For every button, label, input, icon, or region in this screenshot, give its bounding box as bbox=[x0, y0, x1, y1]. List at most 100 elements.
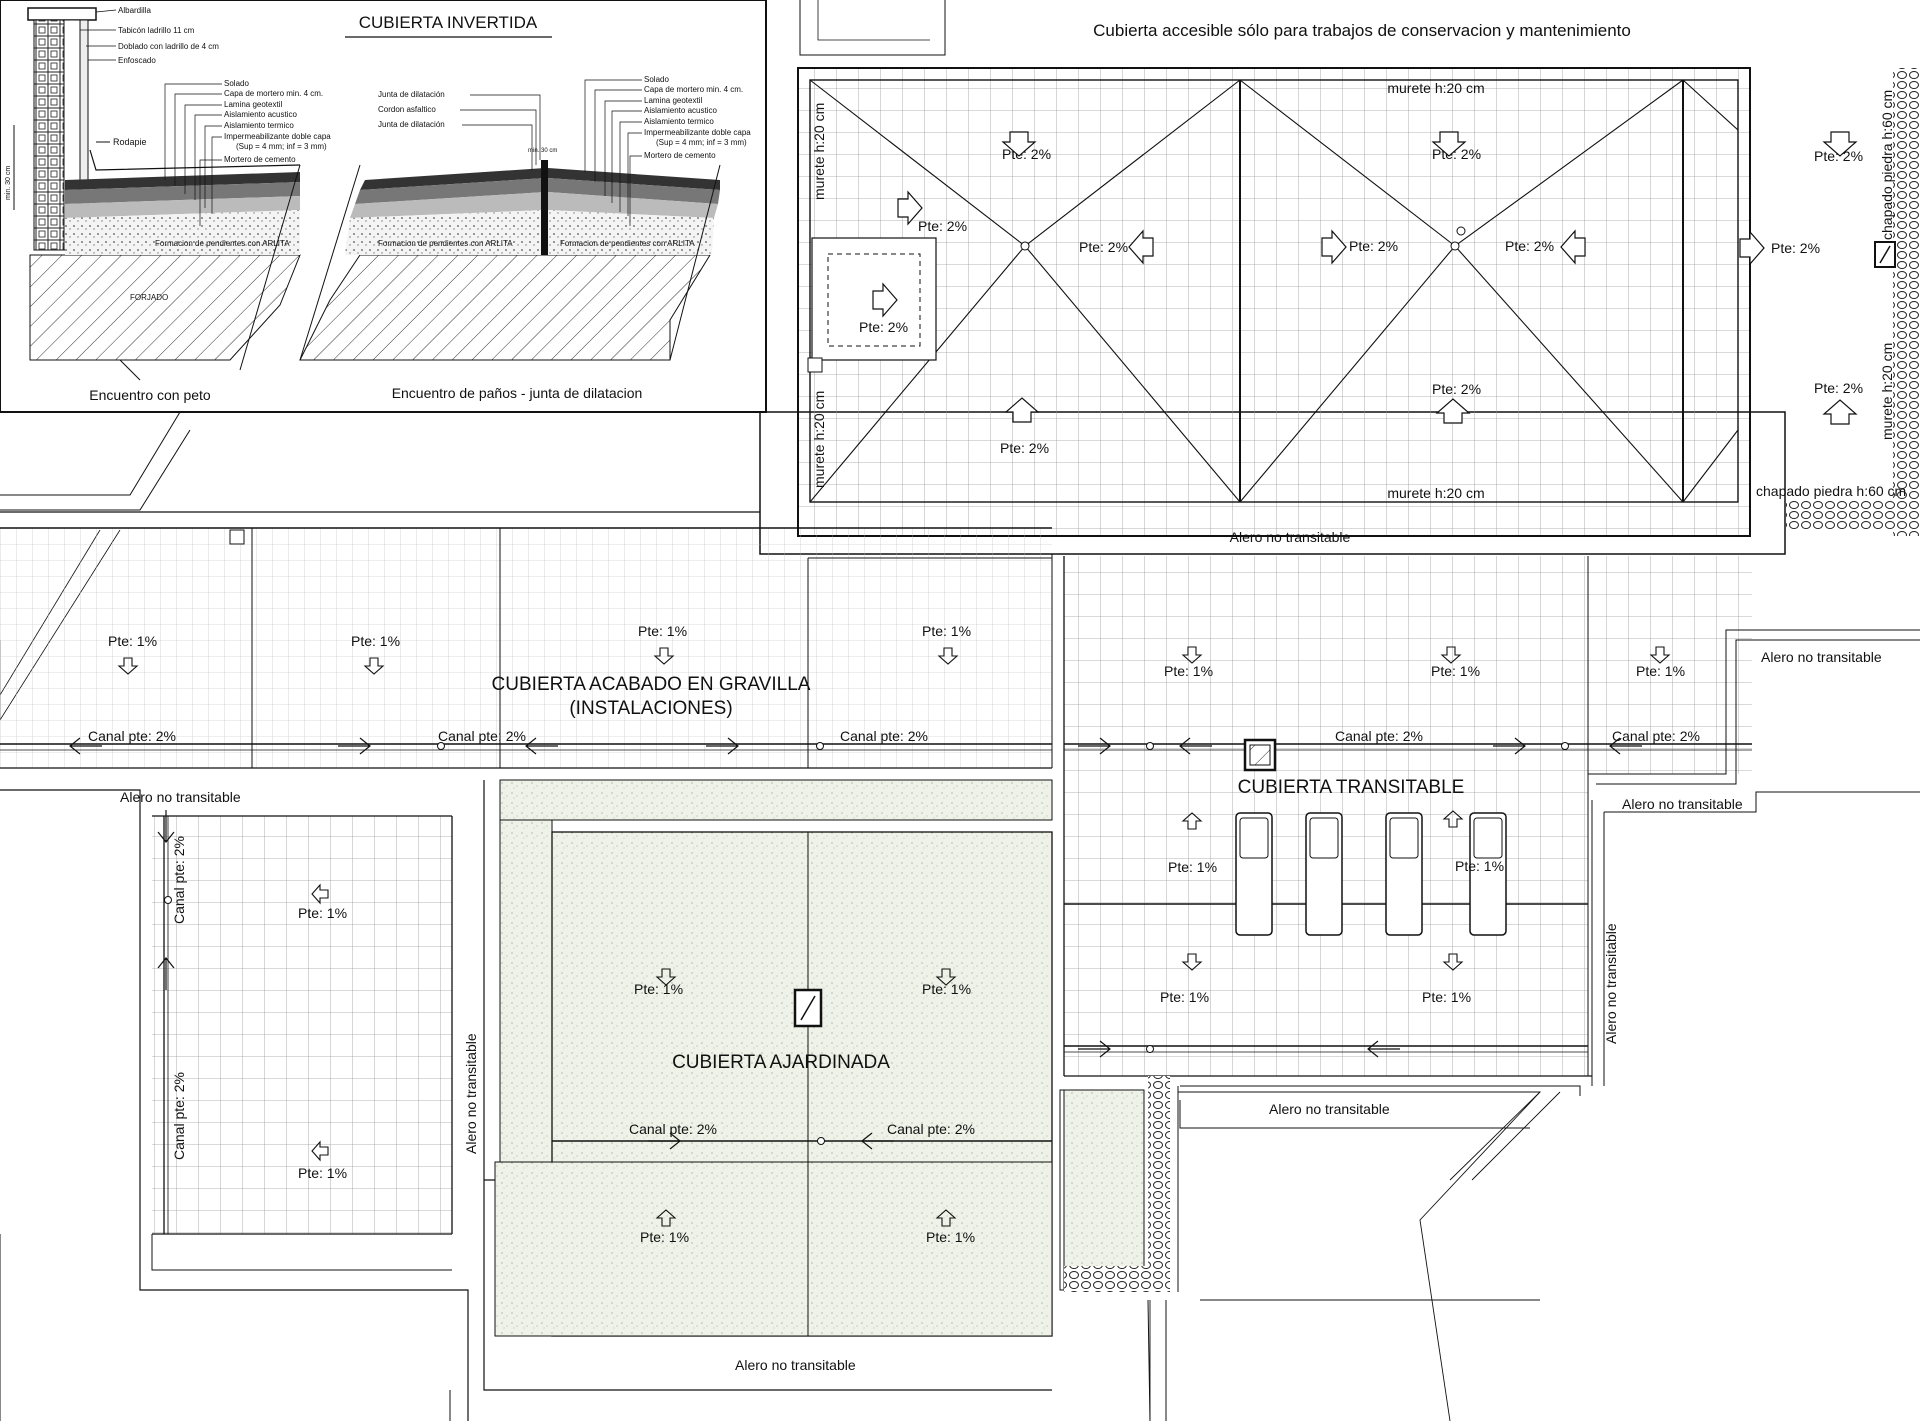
alero-maintenance: Alero no transitable bbox=[1230, 529, 1351, 545]
svg-text:Alero no transitable: Alero no transitable bbox=[1761, 649, 1882, 665]
drain-point bbox=[437, 742, 445, 750]
fill-label-left: Formacion de pendientes con ARLITA bbox=[155, 239, 290, 248]
lounge-chairs bbox=[1235, 812, 1507, 936]
svg-text:Canal pte: 2%: Canal pte: 2% bbox=[887, 1121, 975, 1137]
svg-text:Canal pte: 2%: Canal pte: 2% bbox=[1335, 728, 1423, 744]
slope-arrow bbox=[1739, 230, 1765, 266]
svg-text:Junta de dilatación: Junta de dilatación bbox=[378, 120, 445, 129]
svg-text:Pte: 2%: Pte: 2% bbox=[1505, 238, 1554, 254]
svg-text:Pte: 1%: Pte: 1% bbox=[638, 623, 687, 639]
chapado-bottom: chapado piedra h:60 cm bbox=[1756, 483, 1906, 499]
gutter-flow-arrow bbox=[648, 1132, 681, 1150]
murete-left-bottom: murete h:20 cm bbox=[811, 391, 827, 488]
svg-text:Pte: 1%: Pte: 1% bbox=[108, 633, 157, 649]
detail-parapet: Formacion de pendientes con ARLITA FORJA… bbox=[5, 7, 301, 381]
slope-arrow bbox=[1822, 131, 1858, 157]
gravel-roof: CUBIERTA ACABADO EN GRAVILLA (INSTALACIO… bbox=[0, 411, 1053, 805]
svg-text:Pte: 1%: Pte: 1% bbox=[298, 905, 347, 921]
svg-text:Pte: 1%: Pte: 1% bbox=[926, 1229, 975, 1245]
svg-text:Canal pte: 2%: Canal pte: 2% bbox=[88, 728, 176, 744]
chapado-right: chapado piedra h:60 cm bbox=[1879, 90, 1895, 240]
gutter-flow-arrow bbox=[1078, 1040, 1111, 1058]
svg-text:Mortero de cemento: Mortero de cemento bbox=[644, 151, 716, 160]
svg-text:Pte: 1%: Pte: 1% bbox=[1160, 989, 1209, 1005]
svg-text:Pte: 2%: Pte: 2% bbox=[1432, 381, 1481, 397]
svg-text:Pte: 2%: Pte: 2% bbox=[1000, 440, 1049, 456]
svg-text:Pte: 1%: Pte: 1% bbox=[634, 981, 683, 997]
slope-arrow-small bbox=[935, 1209, 957, 1227]
gutter-flow-arrow bbox=[1078, 737, 1111, 755]
gravel-roof-subtitle: (INSTALACIONES) bbox=[569, 698, 732, 719]
slope-arrow-small bbox=[1181, 646, 1203, 664]
slope-arrow-small bbox=[1181, 953, 1203, 971]
drain-point bbox=[817, 1137, 825, 1145]
svg-text:Tabicón ladrillo 11 cm: Tabicón ladrillo 11 cm bbox=[118, 26, 195, 35]
alero-gravel: Alero no transitable bbox=[120, 789, 241, 805]
caption-left: Encuentro con peto bbox=[89, 387, 211, 403]
slope-arrow-small bbox=[655, 1209, 677, 1227]
drain-point bbox=[164, 896, 172, 904]
svg-text:Pte: 2%: Pte: 2% bbox=[1349, 238, 1398, 254]
slope-arrow bbox=[897, 190, 923, 226]
garden-title: CUBIERTA AJARDINADA bbox=[672, 1052, 890, 1073]
slope-arrow bbox=[872, 282, 898, 318]
svg-text:Lamina geotextil: Lamina geotextil bbox=[224, 100, 282, 109]
gutter-flow-arrow bbox=[1367, 1040, 1400, 1058]
svg-text:Canal pte: 2%: Canal pte: 2% bbox=[171, 1072, 187, 1160]
murete-bottom: murete h:20 cm bbox=[1387, 485, 1484, 501]
svg-text:Aislamiento termico: Aislamiento termico bbox=[644, 117, 714, 126]
detail-title: CUBIERTA INVERTIDA bbox=[359, 13, 538, 32]
svg-text:Pte: 1%: Pte: 1% bbox=[640, 1229, 689, 1245]
svg-text:Pte: 2%: Pte: 2% bbox=[1814, 380, 1863, 396]
slope-arrow-small bbox=[1181, 812, 1203, 830]
joint-labels: Junta de dilatación Cordon asfaltico Jun… bbox=[378, 90, 557, 170]
gravel-roof-title: CUBIERTA ACABADO EN GRAVILLA bbox=[492, 674, 811, 695]
gutter-flow-arrow bbox=[1609, 737, 1642, 755]
svg-text:Albardilla: Albardilla bbox=[118, 6, 151, 15]
terrace-title: CUBIERTA TRANSITABLE bbox=[1238, 777, 1465, 798]
rodapie-label: Rodapie bbox=[113, 137, 147, 147]
fill-label-mid: Formacion de pendientes con ARLITA bbox=[378, 239, 513, 248]
slab-label: FORJADO bbox=[130, 293, 168, 302]
svg-text:Enfoscado: Enfoscado bbox=[118, 56, 156, 65]
min-dim-label: min. 30 cm bbox=[5, 166, 12, 200]
maintenance-roof: Cubierta accesible sólo para trabajos de… bbox=[759, 0, 1920, 555]
slope-arrow-small bbox=[1442, 810, 1464, 828]
detail-joint: Formacion de pendientes con ARLITA Forma… bbox=[299, 160, 721, 361]
detail-panel: CUBIERTA INVERTIDA Formacion de pendient… bbox=[0, 0, 767, 413]
drain-point bbox=[1146, 1045, 1154, 1053]
slope-arrow-small bbox=[1440, 646, 1462, 664]
svg-text:Pte: 1%: Pte: 1% bbox=[922, 623, 971, 639]
terrace-roof: CUBIERTA TRANSITABLE Pte: 1% Pte: 1% Pte… bbox=[1063, 556, 1920, 1129]
joint-min-dim: min. 30 cm bbox=[528, 148, 557, 154]
svg-text:Aislamiento termico: Aislamiento termico bbox=[224, 121, 294, 130]
gutter-flow-arrow bbox=[69, 737, 102, 755]
right-layer-labels: Solado Capa de mortero min. 4 cm. Lamina… bbox=[584, 75, 751, 226]
svg-text:Pte: 1%: Pte: 1% bbox=[1636, 663, 1685, 679]
svg-text:Pte: 2%: Pte: 2% bbox=[859, 319, 908, 335]
slope-arrow bbox=[1128, 229, 1154, 265]
svg-text:Pte: 1%: Pte: 1% bbox=[1422, 989, 1471, 1005]
garden-roof: CUBIERTA AJARDINADA Pte: 1% Pte: 1% Pte:… bbox=[449, 779, 1179, 1421]
svg-text:Pte: 1%: Pte: 1% bbox=[351, 633, 400, 649]
svg-text:Canal pte: 2%: Canal pte: 2% bbox=[629, 1121, 717, 1137]
gutter-flow-arrow bbox=[1179, 737, 1212, 755]
svg-text:Alero no transitable: Alero no transitable bbox=[463, 1033, 479, 1154]
slope-arrow-small bbox=[311, 883, 329, 905]
svg-text:Alero no transitable: Alero no transitable bbox=[735, 1357, 856, 1373]
slope-arrow bbox=[1431, 131, 1467, 157]
maintenance-roof-title: Cubierta accesible sólo para trabajos de… bbox=[1093, 21, 1631, 40]
svg-text:Lamina geotextil: Lamina geotextil bbox=[644, 96, 702, 105]
drain-point bbox=[1561, 742, 1569, 750]
svg-text:Solado: Solado bbox=[224, 79, 249, 88]
svg-text:Capa de mortero min. 4 cm.: Capa de mortero min. 4 cm. bbox=[644, 85, 743, 94]
caption-right: Encuentro de paños - junta de dilatacion bbox=[392, 385, 643, 401]
svg-text:Pte: 2%: Pte: 2% bbox=[1079, 239, 1128, 255]
svg-text:(Sup = 4 mm; inf = 3 mm): (Sup = 4 mm; inf = 3 mm) bbox=[656, 138, 747, 147]
svg-text:Pte: 1%: Pte: 1% bbox=[1168, 859, 1217, 875]
slope-arrow bbox=[1004, 397, 1040, 423]
slope-arrow bbox=[1001, 131, 1037, 157]
gutter-flow-arrow bbox=[157, 810, 175, 843]
svg-text:Cordon asfaltico: Cordon asfaltico bbox=[378, 105, 436, 114]
